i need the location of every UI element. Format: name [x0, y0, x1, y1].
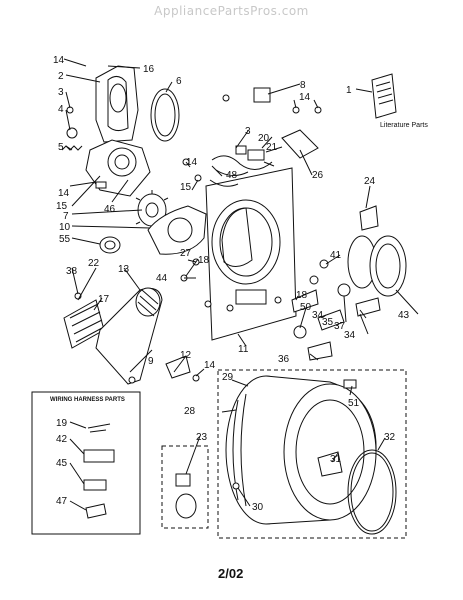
callout-14-e: 14 — [204, 360, 216, 371]
callout-4: 4 — [58, 104, 64, 115]
callout-2: 2 — [58, 71, 64, 82]
callout-30: 30 — [252, 502, 264, 513]
callout-20: 20 — [258, 133, 270, 144]
callout-26: 26 — [312, 170, 324, 181]
callout-27: 27 — [180, 248, 192, 259]
callout-46: 46 — [104, 204, 116, 215]
callout-7: 7 — [63, 211, 69, 222]
callout-3: 3 — [58, 87, 64, 98]
wiring-harness-part — [209, 145, 273, 187]
callout-12: 12 — [180, 350, 192, 361]
drum-group-box — [217, 369, 407, 539]
callout-19: 19 — [56, 418, 68, 429]
callout-36: 36 — [278, 354, 290, 365]
callout-14-b: 14 — [299, 92, 311, 103]
callout-3-b: 3 — [245, 126, 251, 137]
callout-23: 23 — [196, 432, 208, 443]
callout-45: 45 — [56, 458, 68, 469]
callout-6: 6 — [176, 76, 182, 87]
front-bulkhead-part — [205, 167, 297, 341]
callout-34: 34 — [312, 310, 324, 321]
kit-part — [175, 473, 197, 519]
rear-panel-part — [95, 65, 139, 143]
callout-14: 14 — [53, 55, 65, 66]
blower-housing-part — [147, 205, 207, 255]
callout-18: 18 — [198, 255, 210, 266]
callout-9: 9 — [148, 356, 154, 367]
callout-11: 11 — [238, 344, 249, 355]
callout-21: 21 — [266, 142, 278, 153]
callout-32: 32 — [384, 432, 396, 443]
callout-29: 29 — [222, 372, 234, 383]
bearing-part — [99, 236, 121, 254]
callout-8: 8 — [300, 80, 306, 91]
callout-37: 37 — [334, 321, 346, 332]
callout-47: 47 — [56, 496, 68, 507]
callout-17: 17 — [98, 294, 110, 305]
wiring-box-parts — [83, 423, 115, 519]
callout-22: 22 — [88, 258, 100, 269]
seal-ring-part — [150, 88, 180, 142]
callout-35: 35 — [322, 317, 334, 328]
leader-lines — [63, 58, 419, 511]
lint-duct-part — [95, 287, 163, 385]
callout-42: 42 — [56, 434, 68, 445]
callout-15: 15 — [180, 182, 192, 193]
callout-labels: 14 16 2 3 4 5 6 8 1 14 Literature Parts … — [50, 55, 428, 513]
callout-34-b: 34 — [344, 330, 356, 341]
literature-booklet — [371, 73, 397, 119]
callout-43: 43 — [398, 310, 410, 321]
date-code: 2/02 — [218, 566, 244, 581]
callout-38: 38 — [66, 266, 78, 277]
kit-group-box — [161, 445, 209, 529]
drum-seal-part — [347, 449, 397, 535]
callout-16: 16 — [143, 64, 155, 75]
callout-10: 10 — [59, 222, 71, 233]
callout-28: 28 — [184, 406, 196, 417]
callout-13: 13 — [118, 264, 130, 275]
callout-5: 5 — [58, 142, 64, 153]
callout-50: 50 — [300, 302, 312, 313]
callout-15-b: 15 — [56, 201, 68, 212]
callout-14-c: 14 — [186, 157, 198, 168]
wiring-harness-box — [31, 391, 141, 535]
motor-bracket-part — [61, 106, 151, 197]
callout-51: 51 — [348, 398, 360, 409]
callout-48: 48 — [226, 170, 238, 181]
wiring-box-title: WIRING HARNESS PARTS — [50, 397, 125, 403]
callout-31: 31 — [330, 454, 342, 465]
callout-41: 41 — [330, 250, 342, 261]
callout-18-b: 18 — [296, 290, 308, 301]
literature-label: Literature Parts — [380, 122, 428, 129]
callout-14-d: 14 — [58, 188, 70, 199]
callout-55: 55 — [59, 234, 71, 245]
watermark: AppliancePartsPros.com — [154, 4, 309, 18]
callout-1: 1 — [346, 85, 352, 96]
callout-24: 24 — [364, 176, 376, 187]
callout-44: 44 — [156, 273, 168, 284]
